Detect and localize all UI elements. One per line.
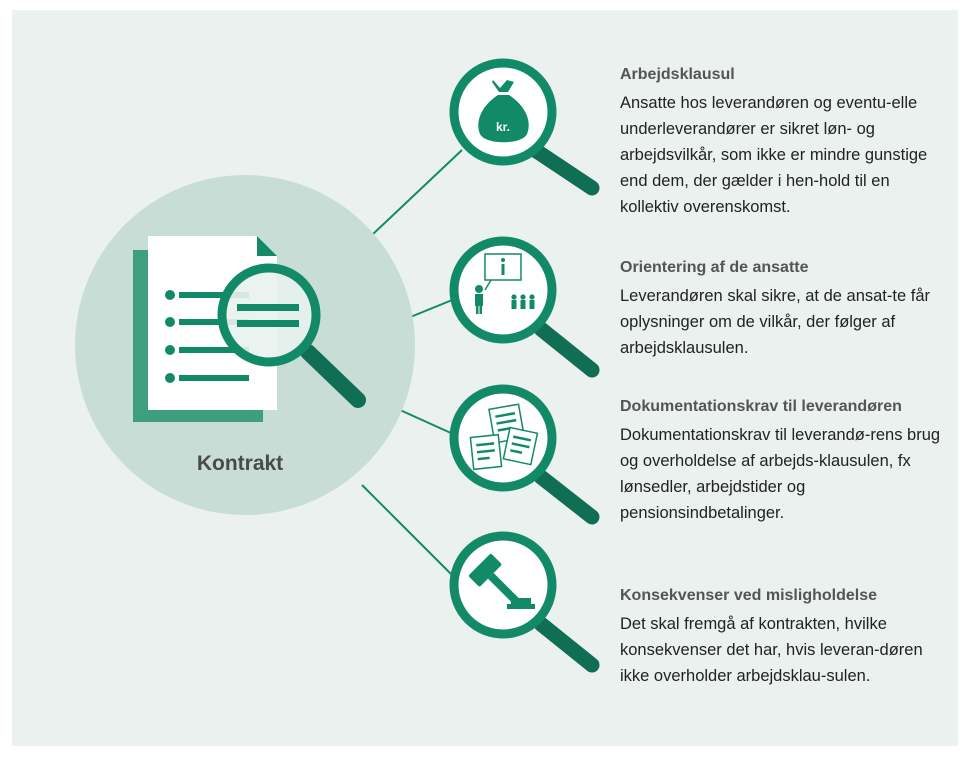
presentation-icon: i	[475, 253, 535, 314]
item-description: Det skal fremgå af kontrakten, hvilke ko…	[620, 615, 923, 685]
item-title: Dokumentationskrav til leverandøren	[620, 398, 902, 415]
item-title: Konsekvenser ved misligholdelse	[620, 587, 877, 604]
document-lines	[165, 290, 249, 383]
magnifier-gavel	[449, 531, 600, 673]
money-bag-label: kr.	[496, 120, 510, 134]
documents-icon	[469, 403, 539, 471]
connector-lines	[361, 149, 463, 586]
document-fold	[257, 236, 277, 256]
magnifier-documents	[449, 384, 600, 525]
contract-label: Kontrakt	[196, 452, 284, 475]
item-description: Leverandøren skal sikre, at de ansat-te …	[620, 287, 930, 357]
magnifier-money-bag: kr.	[449, 58, 600, 196]
connector-line-1	[371, 149, 463, 236]
item-description: Dokumentationskrav til leverandø-rens br…	[620, 426, 941, 522]
item-title: Arbejdsklausul	[620, 66, 735, 83]
item-title: Orientering af de ansatte	[620, 259, 809, 276]
item-description: Ansatte hos leverandøren og eventu-elle …	[620, 94, 928, 216]
item-arbejdsklausul: Arbejdsklausul Ansatte hos leverandøren …	[620, 65, 950, 220]
connector-line-4	[361, 484, 463, 586]
item-orientering: Orientering af de ansatte Leverandøren s…	[620, 258, 950, 361]
gavel-icon	[469, 554, 535, 609]
item-konsekvenser: Konsekvenser ved misligholdelse Det skal…	[620, 586, 950, 689]
contract-magnifier-icon	[217, 263, 366, 408]
contract-icon	[133, 236, 366, 422]
item-dokumentationskrav: Dokumentationskrav til leverandøren Doku…	[620, 397, 950, 526]
money-bag-icon: kr.	[478, 80, 529, 143]
magnifier-presentation: i	[449, 236, 600, 378]
